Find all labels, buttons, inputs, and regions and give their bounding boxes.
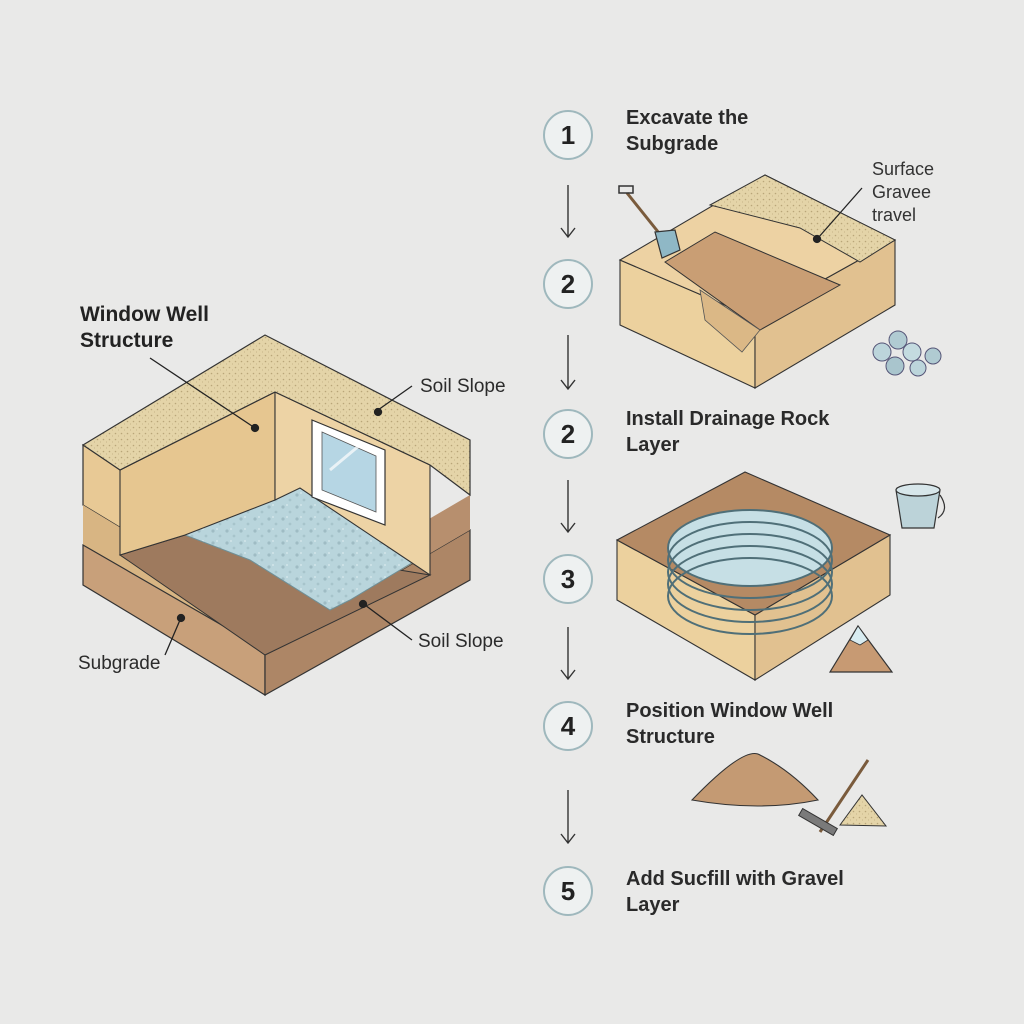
window-icon (311, 419, 386, 526)
surface-leader-line (812, 187, 863, 244)
step-arrows (560, 185, 576, 845)
ring-well-illustration (615, 471, 946, 681)
step-1-badge: 1 (543, 110, 593, 160)
soil-pile-illustration (690, 753, 888, 837)
subgrade-label: Subgrade (78, 653, 161, 674)
rake-icon (797, 759, 870, 837)
step-2a-badge: 2 (543, 259, 593, 309)
surface-gravel-label: Surface Gravee travel (872, 159, 935, 225)
corrugated-ring (667, 509, 833, 635)
rocks-icon (872, 330, 942, 377)
step-5-badge: 5 (543, 866, 593, 916)
step-5-title: Add Sucfill with Gravel Layer (626, 868, 844, 916)
step-1-title: Excavate the Subgrade (626, 107, 749, 155)
structure-title: Window Well Structure (80, 303, 209, 352)
bucket-icon (895, 483, 946, 529)
shovel-icon (618, 185, 681, 259)
step-2b-badge: 2 (543, 409, 593, 459)
step-2b-title: Install Drainage Rock Layer (626, 408, 830, 456)
step-3-badge: 3 (543, 554, 593, 604)
mountain-icon (828, 624, 894, 673)
excavation-illustration (618, 174, 942, 389)
cross-section-block (81, 334, 471, 697)
left-leader-lines (149, 357, 413, 656)
step-4-title: Position Window Well Structure (626, 700, 834, 748)
soil-slope-label-bottom: Soil Slope (418, 631, 504, 652)
step-4-badge: 4 (543, 701, 593, 751)
sand-surface (81, 334, 471, 497)
soil-slope-label-top: Soil Slope (420, 376, 506, 397)
